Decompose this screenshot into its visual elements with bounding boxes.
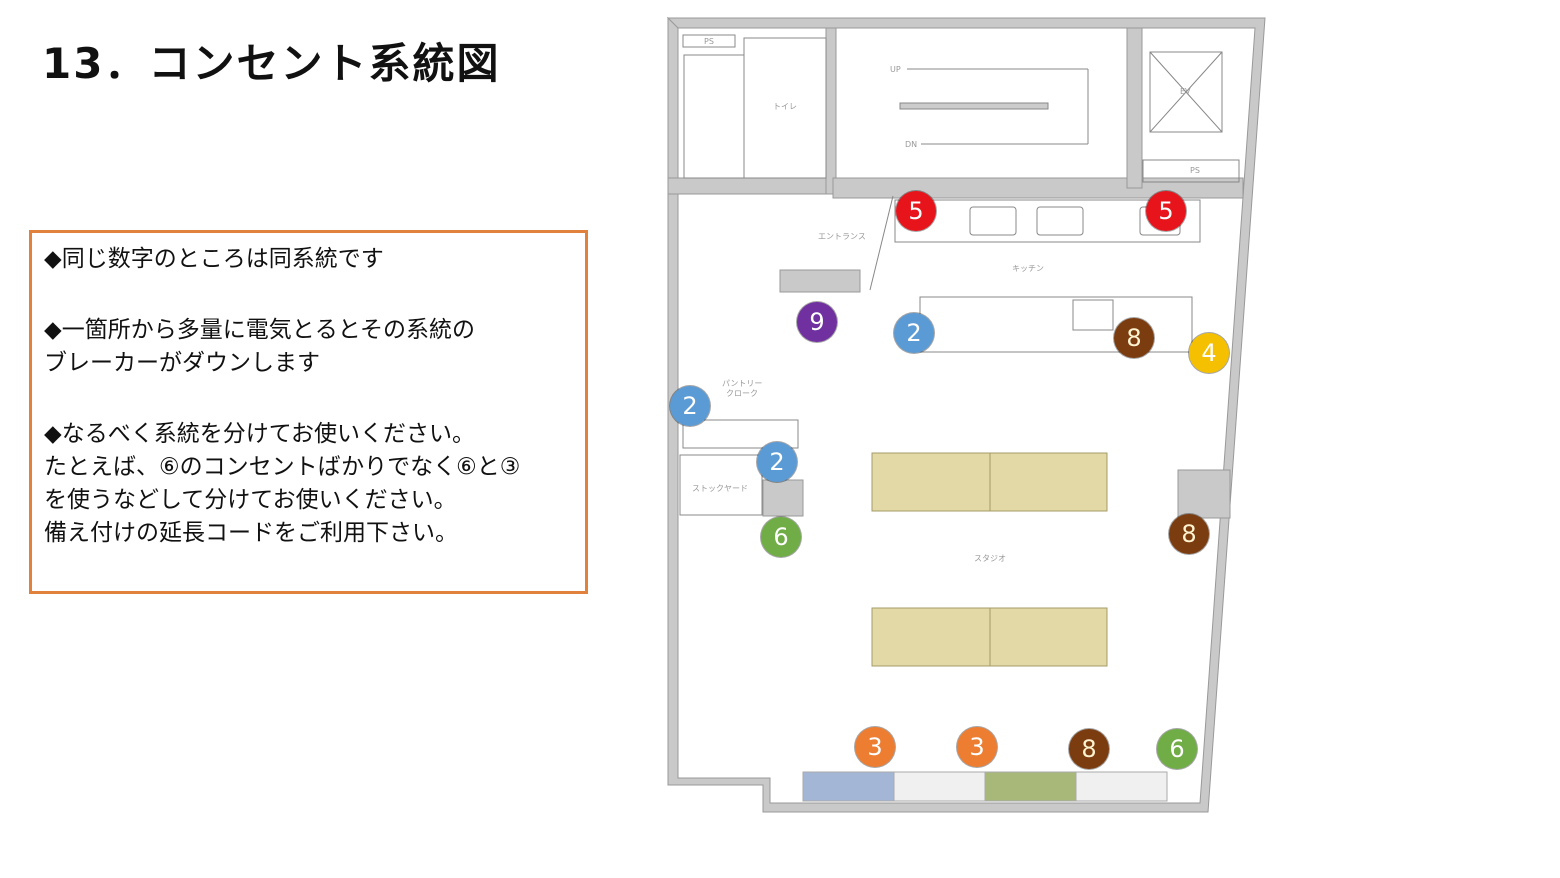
outlet-marker: 6 (761, 517, 801, 557)
note-line: ブレーカーがダウンします (44, 350, 320, 376)
wall (1126, 27, 1143, 189)
label-toilet: トイレ (773, 102, 797, 111)
page-title: 13．コンセント系統図 (42, 39, 501, 88)
outlet-marker: 8 (1069, 729, 1109, 769)
outlet-marker: 3 (957, 727, 997, 767)
studio-tables (871, 452, 1108, 667)
outlet-marker: 8 (1114, 318, 1154, 358)
note-line: ◆同じ数字のところは同系統です (44, 246, 384, 272)
table (871, 452, 991, 512)
label-up: UP (890, 65, 901, 74)
outlet-marker: 3 (855, 727, 895, 767)
outlet-marker: 6 (1157, 729, 1197, 769)
outlet-marker: 9 (797, 302, 837, 342)
wall (762, 479, 804, 517)
label-ps: PS (1190, 166, 1200, 175)
outlet-marker: 8 (1169, 514, 1209, 554)
note-line: たとえば、⑥のコンセントばかりでなく⑥と③ (44, 454, 521, 480)
wall (832, 177, 1244, 199)
table (871, 607, 991, 667)
wall (825, 27, 837, 195)
outlet-marker: 5 (1146, 191, 1186, 231)
note-line: ◆一箇所から多量に電気とるとその系統の (44, 317, 475, 343)
outlet-marker: 2 (757, 442, 797, 482)
label-kitchen: キッチン (1012, 264, 1044, 273)
note-line: を使うなどして分けてお使いください。 (44, 487, 457, 513)
wall (667, 177, 834, 195)
label-ev: EV (1180, 87, 1191, 96)
wall (1177, 469, 1231, 519)
label-stockyard: ストックヤード (692, 484, 748, 493)
outlet-marker: 2 (894, 313, 934, 353)
outlet-marker: 4 (1189, 333, 1229, 373)
outlet-marker: 5 (896, 191, 936, 231)
table (989, 452, 1108, 512)
notes-box: ◆同じ数字のところは同系統です ◆一箇所から多量に電気とるとその系統の ブレーカ… (29, 230, 588, 594)
outer-wall (666, 16, 1266, 813)
note-line: ◆なるべく系統を分けてお使いください。 (44, 421, 475, 447)
outlet-marker: 2 (670, 386, 710, 426)
wall (779, 269, 861, 293)
label-pantry: パントリー (722, 379, 762, 388)
window-panels (802, 771, 1168, 802)
label-entrance: エントランス (818, 232, 866, 241)
label-studio: スタジオ (974, 554, 1006, 563)
note-line: 備え付けの延長コードをご利用下さい。 (44, 520, 458, 546)
label-dn: DN (905, 140, 917, 149)
label-cloak: クローク (726, 389, 758, 398)
table (989, 607, 1108, 667)
label-ps: PS (704, 37, 714, 46)
